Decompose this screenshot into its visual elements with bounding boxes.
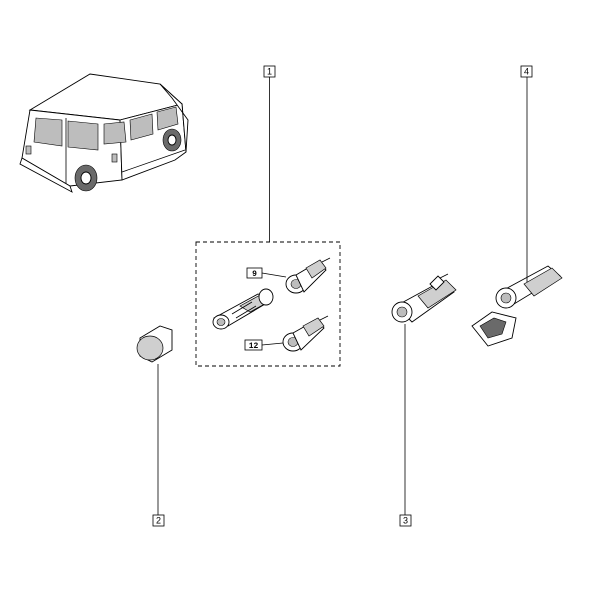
callout-2-label: 2: [156, 516, 161, 526]
callout-3[interactable]: 3: [399, 514, 412, 527]
ref-9-leader: [261, 272, 287, 278]
callout-3-label: 3: [403, 516, 408, 526]
callout-4[interactable]: 4: [520, 65, 533, 78]
socket-variant-lower: [282, 315, 329, 352]
socket-housing: [391, 273, 457, 323]
socket-variant-upper: [285, 257, 331, 294]
ref-12-label: 12: [249, 342, 259, 351]
socket-with-cap: [471, 265, 563, 347]
ref-9-label: 9: [252, 270, 257, 279]
blanking-plug: [136, 325, 173, 363]
callout-2[interactable]: 2: [152, 514, 165, 527]
van-illustration: [19, 73, 189, 193]
ref-12-box[interactable]: 12: [244, 339, 263, 351]
item-1-group-box: [195, 241, 341, 367]
callout-1[interactable]: 1: [263, 65, 276, 78]
ref-12-leader: [261, 342, 284, 346]
callout-4-label: 4: [524, 67, 529, 77]
cigarette-lighter-element: [212, 288, 274, 330]
callout-1-label: 1: [267, 67, 272, 77]
ref-9-box[interactable]: 9: [246, 267, 263, 279]
